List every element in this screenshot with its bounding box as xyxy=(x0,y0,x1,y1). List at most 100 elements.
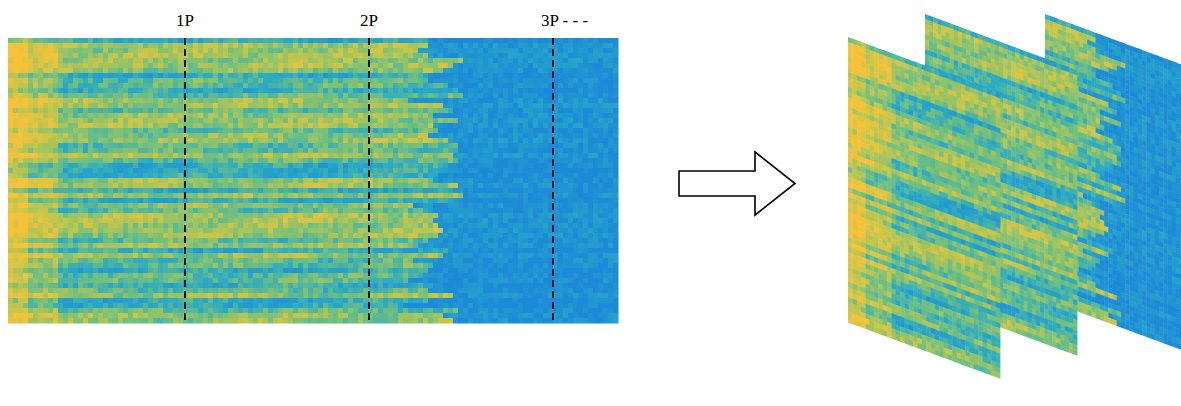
heat-cell xyxy=(343,83,349,89)
heat-cell xyxy=(58,93,64,99)
heat-cell xyxy=(198,48,204,54)
heat-cell xyxy=(563,38,569,44)
heat-cell xyxy=(518,43,524,49)
heat-cell xyxy=(528,63,534,69)
heat-cell xyxy=(468,103,474,109)
heat-cell xyxy=(178,38,184,44)
heat-cell xyxy=(593,98,599,104)
heat-cell xyxy=(233,83,239,89)
heat-cell xyxy=(238,63,244,69)
heat-cell xyxy=(428,78,434,84)
heat-cell xyxy=(313,88,319,94)
heat-cell xyxy=(203,38,209,44)
heat-cell xyxy=(18,78,24,84)
heat-cell xyxy=(428,73,434,79)
heat-cell xyxy=(118,48,124,54)
heat-cell xyxy=(38,73,44,79)
heat-cell xyxy=(333,48,339,54)
heat-cell xyxy=(288,58,294,64)
heat-cell xyxy=(608,108,614,114)
heat-cell xyxy=(358,103,364,109)
heat-cell xyxy=(488,113,494,119)
heat-cell xyxy=(278,103,284,109)
heat-cell xyxy=(508,103,514,109)
heat-cell xyxy=(8,58,14,64)
heat-cell xyxy=(463,38,469,44)
heat-cell xyxy=(13,48,19,54)
heat-cell xyxy=(363,103,369,109)
heat-cell xyxy=(188,103,194,109)
heat-cell xyxy=(163,98,169,104)
heat-cell xyxy=(268,88,274,94)
heat-cell xyxy=(403,63,409,69)
heat-cell xyxy=(358,83,364,89)
heat-cell xyxy=(138,73,144,79)
heat-cell xyxy=(298,68,304,74)
heat-cell xyxy=(253,78,259,84)
heat-cell xyxy=(353,98,359,104)
heat-cell xyxy=(438,98,444,104)
heat-cell xyxy=(168,53,174,59)
heat-cell xyxy=(493,73,499,79)
heat-cell xyxy=(178,118,184,124)
heat-cell xyxy=(233,38,239,44)
heat-cell xyxy=(568,83,574,89)
heat-cell xyxy=(333,108,339,114)
heat-cell xyxy=(83,108,89,114)
heat-cell xyxy=(443,68,449,74)
heat-cell xyxy=(303,113,309,119)
heat-cell xyxy=(353,108,359,114)
heat-cell xyxy=(158,73,164,79)
heat-cell xyxy=(613,83,619,89)
heat-cell xyxy=(343,58,349,64)
heat-cell xyxy=(173,118,179,124)
heat-cell xyxy=(168,43,174,49)
heat-cell xyxy=(543,93,549,99)
heat-cell xyxy=(203,73,209,79)
heat-cell xyxy=(128,93,134,99)
heat-cell xyxy=(478,78,484,84)
heat-cell xyxy=(323,103,329,109)
heat-cell xyxy=(53,43,59,49)
heat-cell xyxy=(558,113,564,119)
heat-cell xyxy=(8,118,14,124)
heat-cell xyxy=(408,88,414,94)
heat-cell xyxy=(263,48,269,54)
heat-cell xyxy=(88,58,94,64)
heat-cell xyxy=(568,78,574,84)
heat-cell xyxy=(523,43,529,49)
heat-cell xyxy=(143,113,149,119)
heat-cell xyxy=(93,38,99,44)
heat-cell xyxy=(378,78,384,84)
heat-cell xyxy=(268,73,274,79)
heat-cell xyxy=(558,38,564,44)
heat-cell xyxy=(78,63,84,69)
heat-cell xyxy=(123,113,129,119)
heat-cell xyxy=(308,93,314,99)
heat-cell xyxy=(558,58,564,64)
heat-cell xyxy=(538,53,544,59)
heat-cell xyxy=(18,58,24,64)
heat-cell xyxy=(173,43,179,49)
heat-cell xyxy=(498,78,504,84)
heat-cell xyxy=(63,58,69,64)
heat-cell xyxy=(43,38,49,44)
heat-cell xyxy=(8,113,14,119)
heat-cell xyxy=(218,113,224,119)
heat-cell xyxy=(113,83,119,89)
heat-cell xyxy=(203,43,209,49)
heat-cell xyxy=(43,108,49,114)
heat-cell xyxy=(543,58,549,64)
heat-cell xyxy=(438,108,444,114)
heat-cell xyxy=(148,78,154,84)
heat-cell xyxy=(578,68,584,74)
heat-cell xyxy=(203,113,209,119)
heat-cell xyxy=(433,113,439,119)
heat-cell xyxy=(278,43,284,49)
heat-cell xyxy=(448,48,454,54)
heat-cell xyxy=(218,58,224,64)
heat-cell xyxy=(163,83,169,89)
heat-cell xyxy=(423,93,429,99)
heat-cell xyxy=(348,38,354,44)
heat-cell xyxy=(488,78,494,84)
